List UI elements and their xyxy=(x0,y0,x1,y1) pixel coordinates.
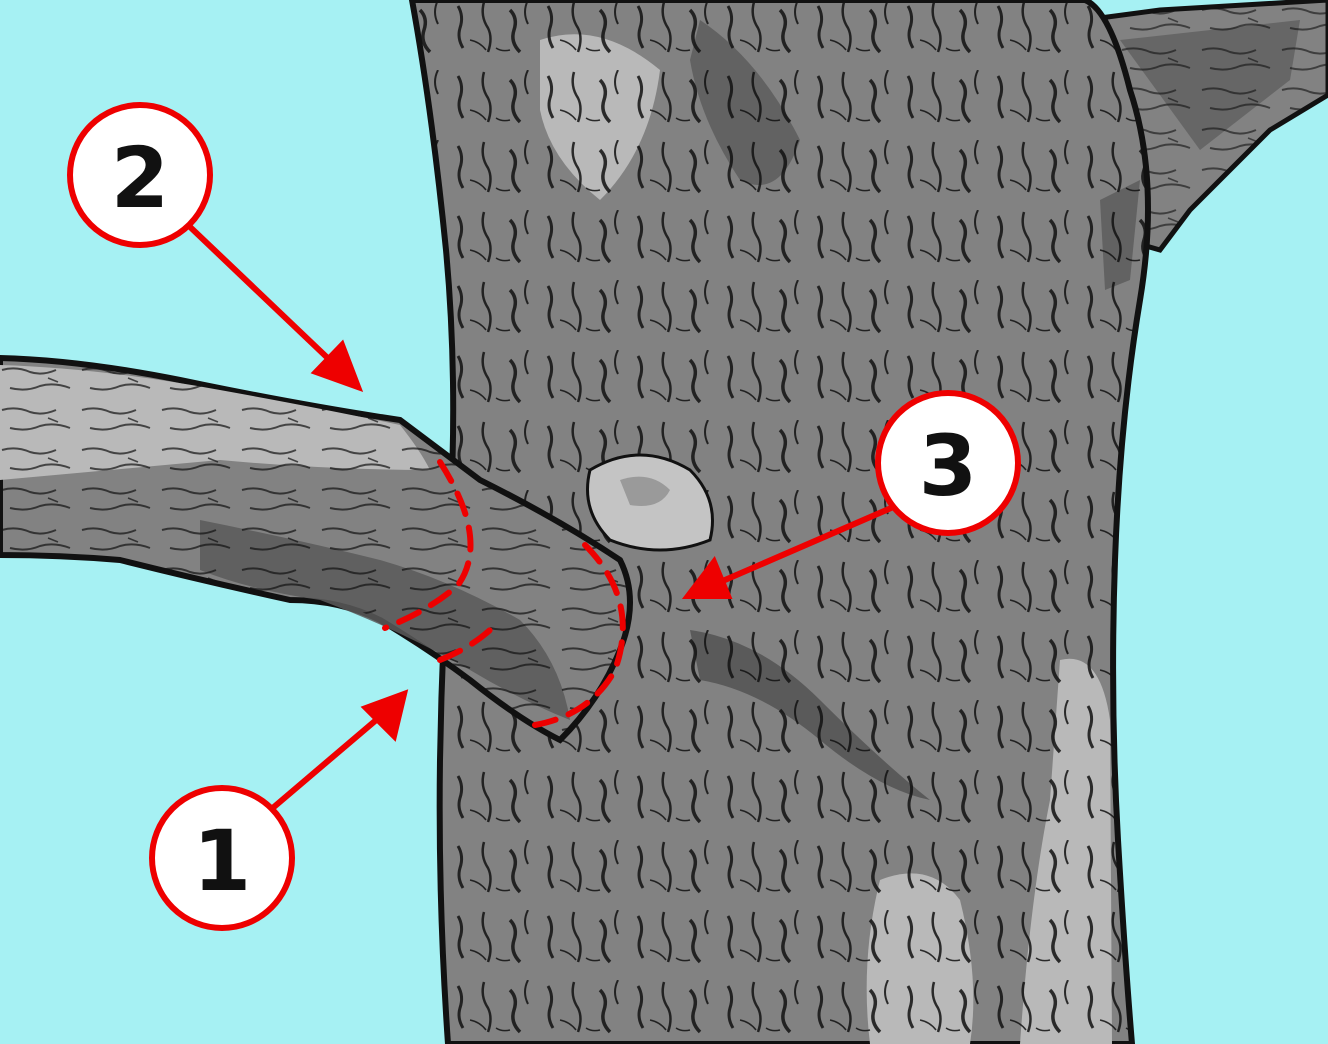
callout-2-label: 2 xyxy=(111,129,169,227)
callout-2: 2 xyxy=(70,105,210,245)
callout-3: 3 xyxy=(878,393,1018,533)
callout-1: 1 xyxy=(152,788,292,928)
callout-1-label: 1 xyxy=(193,812,251,910)
callout-3-label: 3 xyxy=(919,417,977,515)
